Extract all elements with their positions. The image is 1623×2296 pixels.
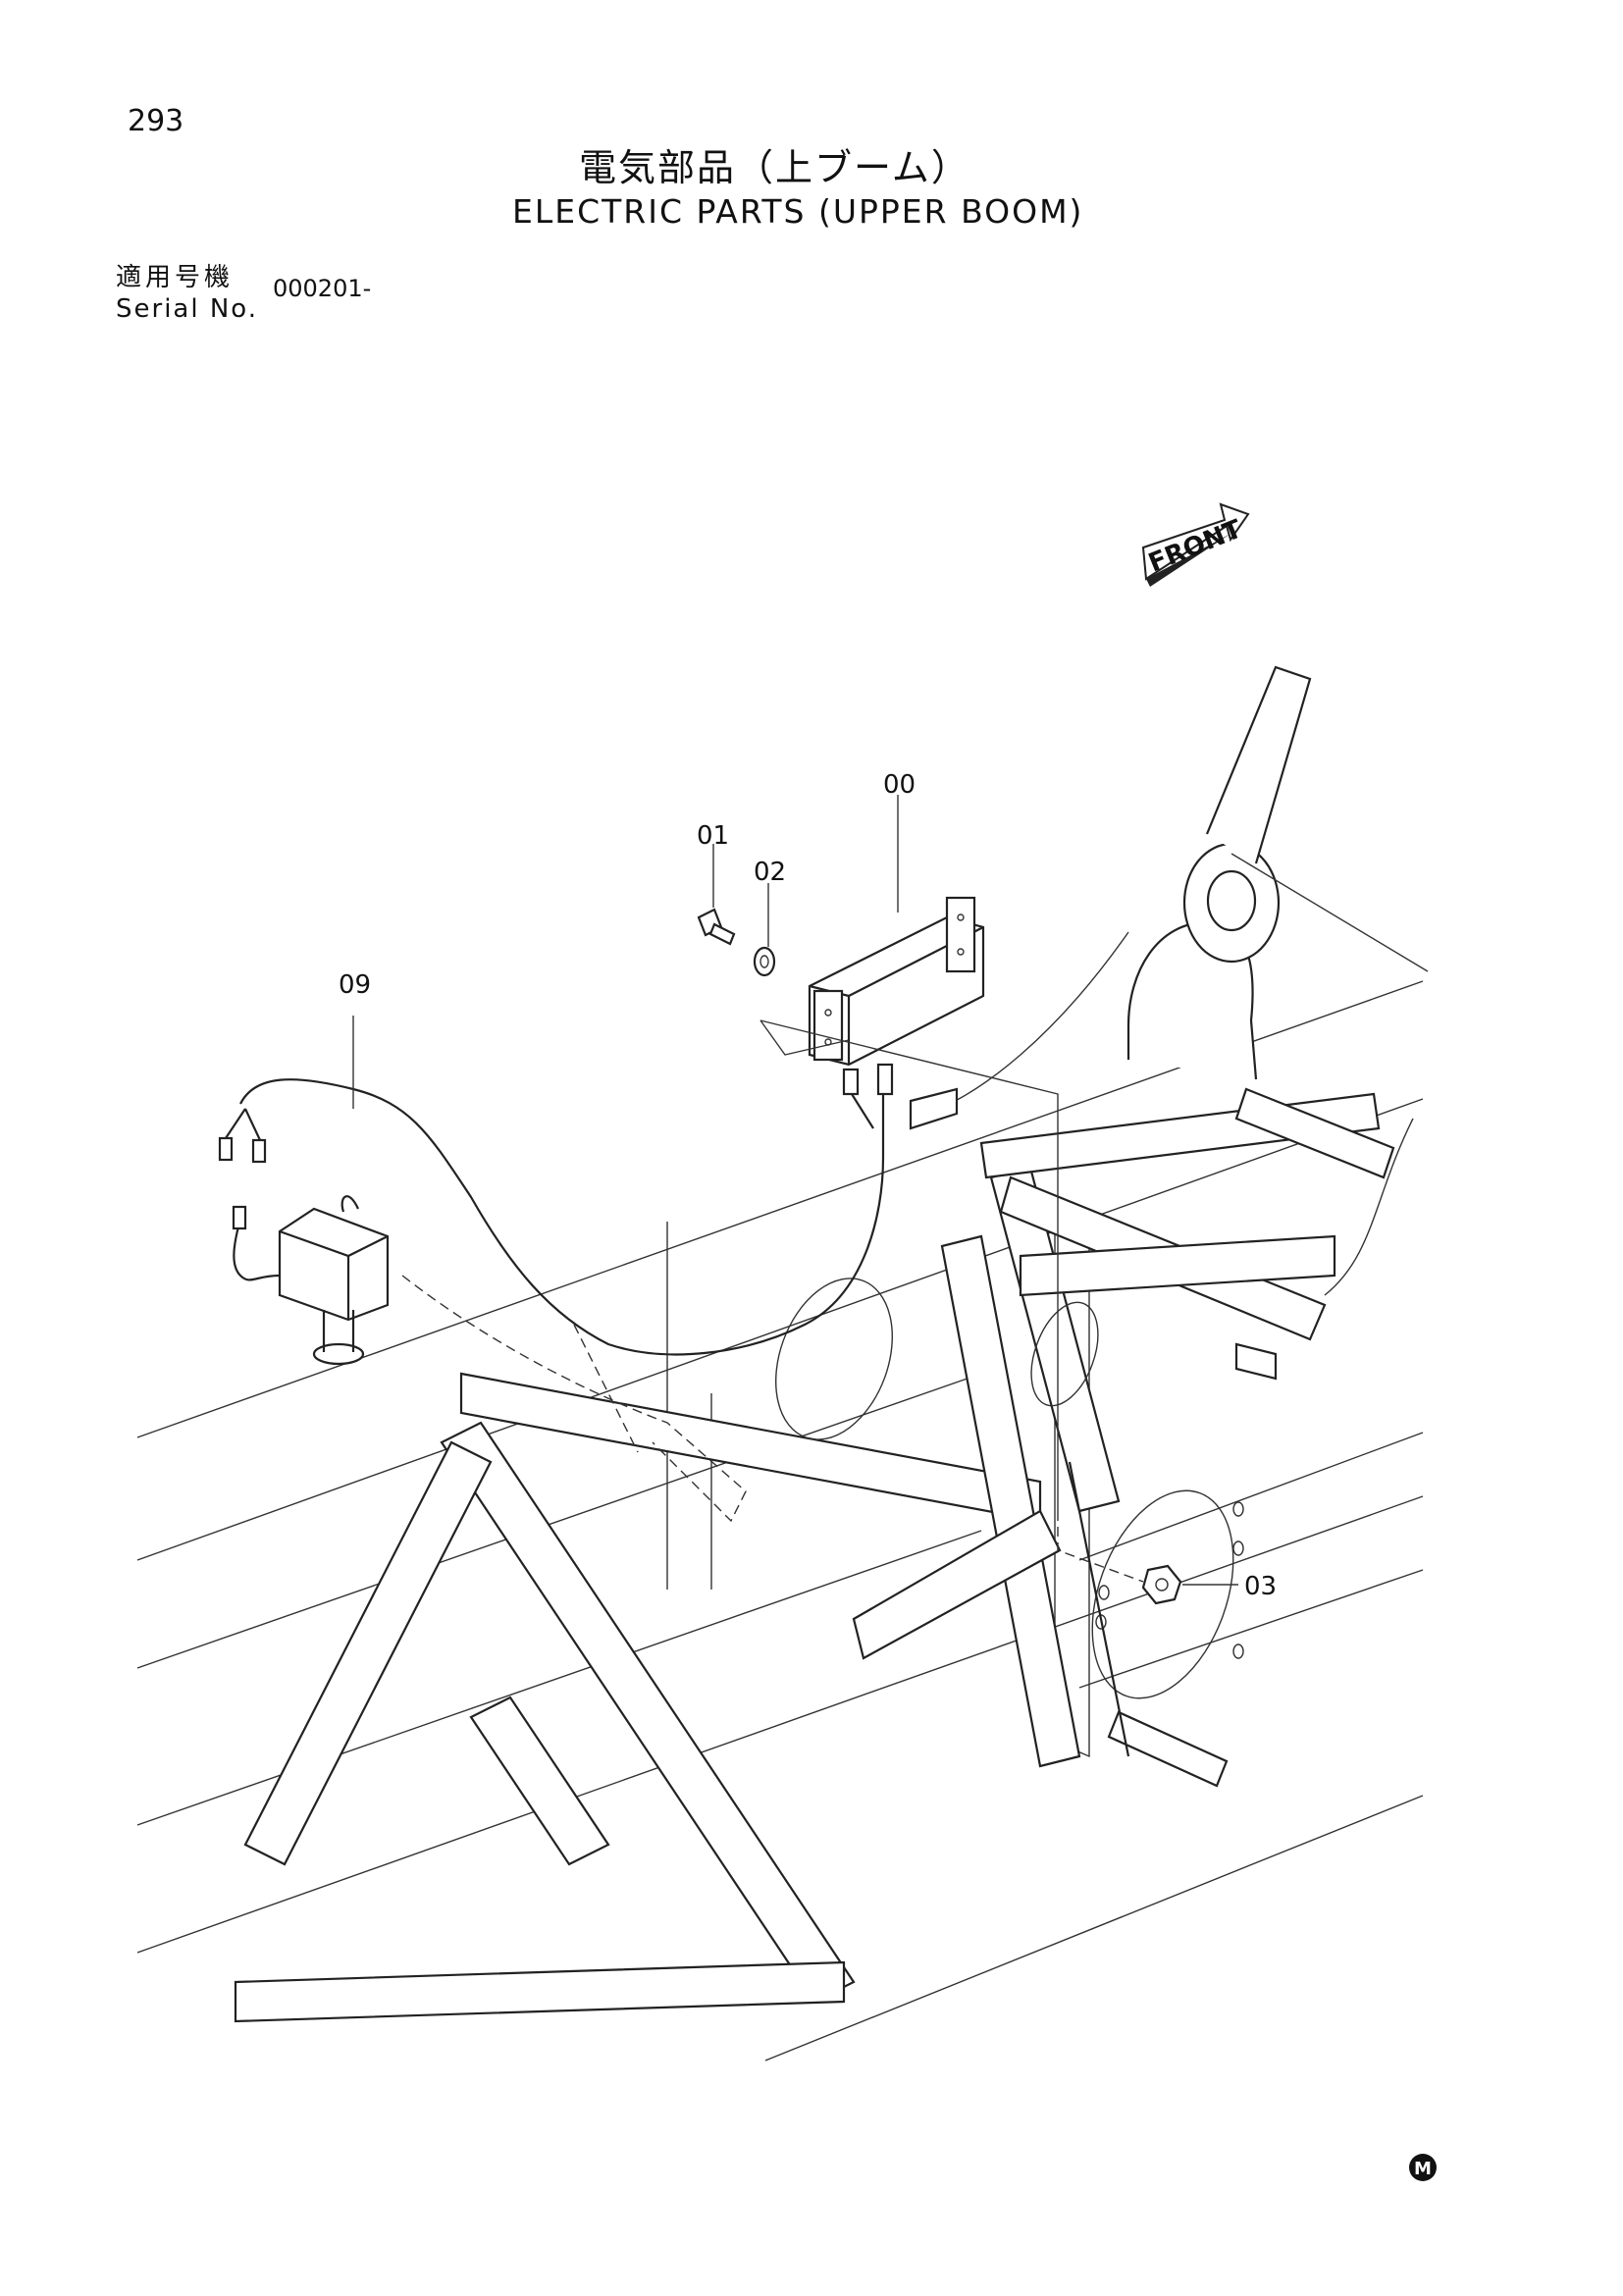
page-number: 293 [128,104,184,138]
callout-00: 00 [883,770,916,800]
front-direction-arrow: FRONT [1141,502,1250,587]
page-title-japanese: 電気部品（上ブーム） [579,146,970,189]
part-01-bolt [697,908,736,946]
callout-09: 09 [339,970,371,1000]
front-arrow-label: FRONT [1144,514,1246,578]
part-03-nut [1141,1564,1182,1605]
part-02-washer [753,946,776,977]
part-09-wire-harness [218,1063,894,1366]
manufacturer-mark-letter: M [1414,2159,1432,2179]
serial-label-english: Serial No. [116,294,258,324]
page-title-english: ELECTRIC PARTS (UPPER BOOM) [512,192,1084,231]
callout-03: 03 [1244,1572,1277,1601]
callout-02: 02 [754,858,786,887]
serial-number-range: 000201- [273,275,372,302]
upper-boom-frame [136,665,1429,2061]
part-00-housing [808,896,985,1067]
serial-label-japanese: 適用号機 [116,263,235,292]
manufacturer-mark: M [1409,2154,1437,2181]
leader-lines [352,795,1238,1586]
callout-01: 01 [697,821,729,851]
